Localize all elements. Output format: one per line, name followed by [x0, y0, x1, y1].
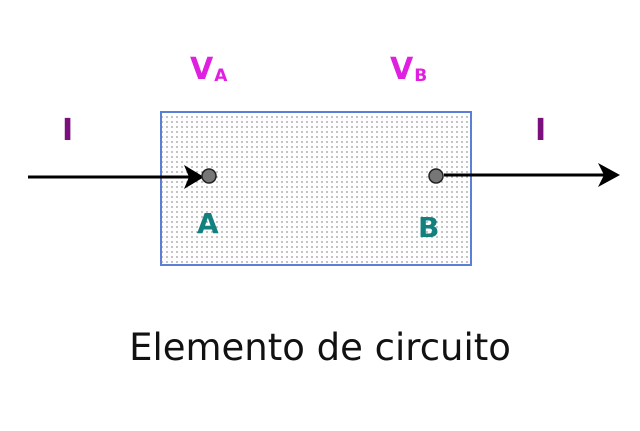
potential-symbol: V: [190, 52, 214, 87]
potential-symbol: V: [390, 52, 414, 87]
outgoing-arrowhead-icon: [598, 163, 620, 187]
current-label-in: I: [62, 113, 74, 148]
incoming-arrowhead-icon: [184, 165, 204, 189]
circuit-element-box: [160, 111, 472, 266]
terminal-label-a: A: [197, 207, 219, 240]
potential-label-a: VA: [190, 55, 227, 85]
current-label-out: I: [535, 113, 547, 148]
terminal-node-a: [201, 168, 217, 184]
terminal-node-b: [428, 168, 444, 184]
diagram-caption: Elemento de circuito: [129, 326, 511, 369]
potential-subscript: A: [214, 66, 228, 86]
potential-label-b: VB: [390, 55, 427, 85]
terminal-label-b: B: [418, 211, 440, 244]
potential-subscript: B: [414, 66, 428, 86]
